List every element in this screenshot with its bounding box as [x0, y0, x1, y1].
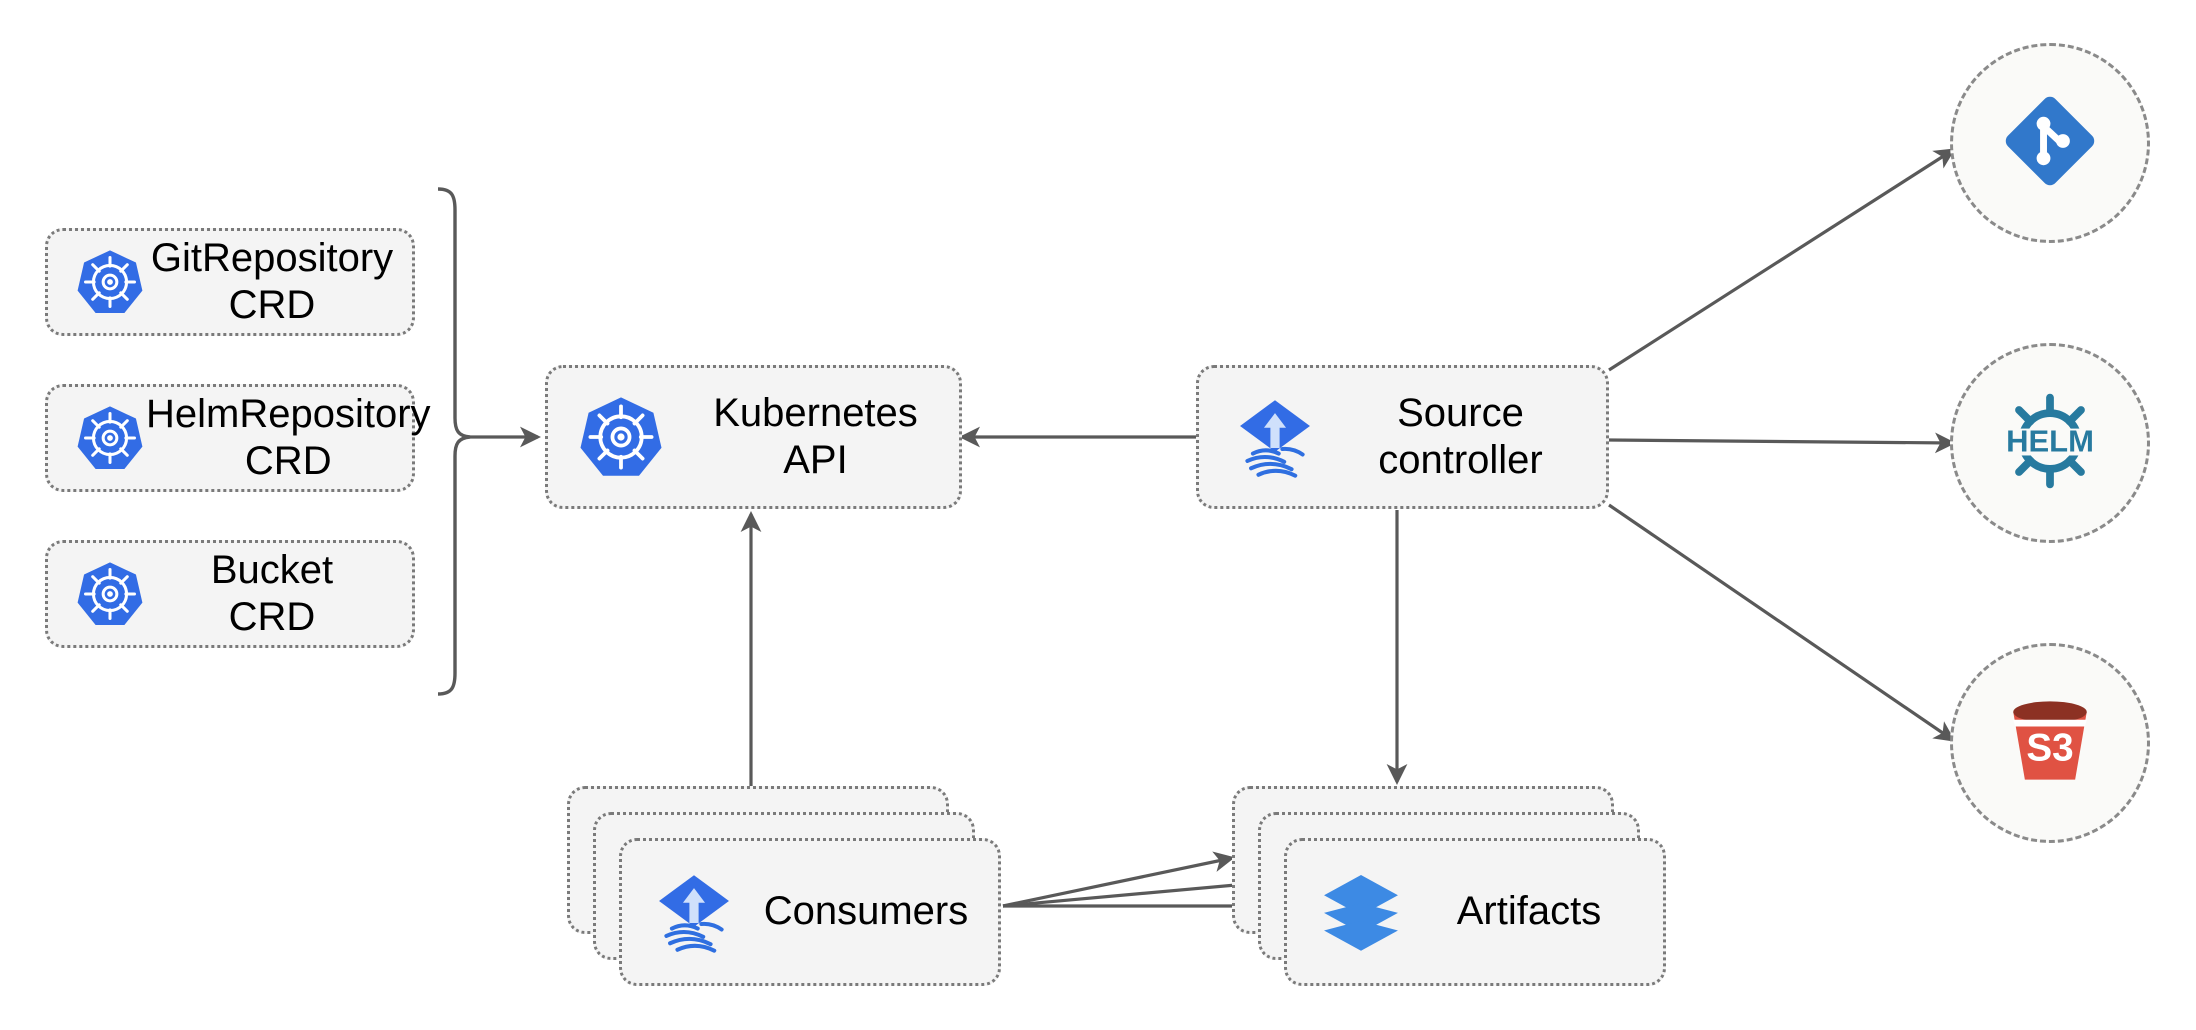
- node-label: Bucket CRD: [210, 547, 334, 639]
- node-consumers[interactable]: Consumers: [619, 838, 1001, 986]
- node-artifacts[interactable]: Artifacts: [1284, 838, 1666, 986]
- flux-icon: [648, 866, 740, 958]
- kubernetes-icon: [74, 246, 146, 318]
- node-source-controller[interactable]: Source controller: [1196, 365, 1609, 509]
- node-bucket-crd[interactable]: Bucket CRD: [45, 540, 415, 648]
- node-helmrepository-crd[interactable]: HelmRepository CRD: [45, 384, 431, 492]
- git-icon: [1996, 87, 2104, 200]
- edge-source-controller-to-helm: [1608, 432, 1956, 454]
- node-s3-backend[interactable]: S3: [1950, 643, 2150, 843]
- node-label: Source controller: [1378, 390, 1543, 482]
- kubernetes-icon: [74, 402, 146, 474]
- node-label: HelmRepository CRD: [146, 391, 431, 483]
- edge-source-controller-to-git: [1608, 148, 1956, 372]
- edge-consumers-to-artifacts-1: [1002, 851, 1235, 908]
- s3-icon: S3: [1992, 683, 2108, 804]
- layers-icon: [1317, 868, 1405, 956]
- node-gitrepository-crd[interactable]: GitRepository CRD: [45, 228, 415, 336]
- node-helm-backend[interactable]: HELM: [1950, 343, 2150, 543]
- s3-wordmark: S3: [2026, 726, 2073, 769]
- kubernetes-icon: [74, 558, 146, 630]
- kubernetes-icon: [576, 392, 666, 482]
- helm-icon: HELM: [1988, 379, 2112, 508]
- node-git-backend[interactable]: [1950, 43, 2150, 243]
- helm-wordmark: HELM: [2006, 423, 2094, 458]
- edge-source-controller-to-s3: [1608, 503, 1956, 742]
- edge-consumers-to-artifacts-2: [1002, 874, 1261, 908]
- node-label: GitRepository CRD: [150, 235, 394, 327]
- flux-icon: [1229, 391, 1321, 483]
- node-kubernetes-api[interactable]: Kubernetes API: [545, 365, 962, 509]
- node-label: Consumers: [763, 889, 969, 934]
- node-label: Kubernetes API: [713, 390, 918, 482]
- node-label: Artifacts: [1456, 889, 1602, 934]
